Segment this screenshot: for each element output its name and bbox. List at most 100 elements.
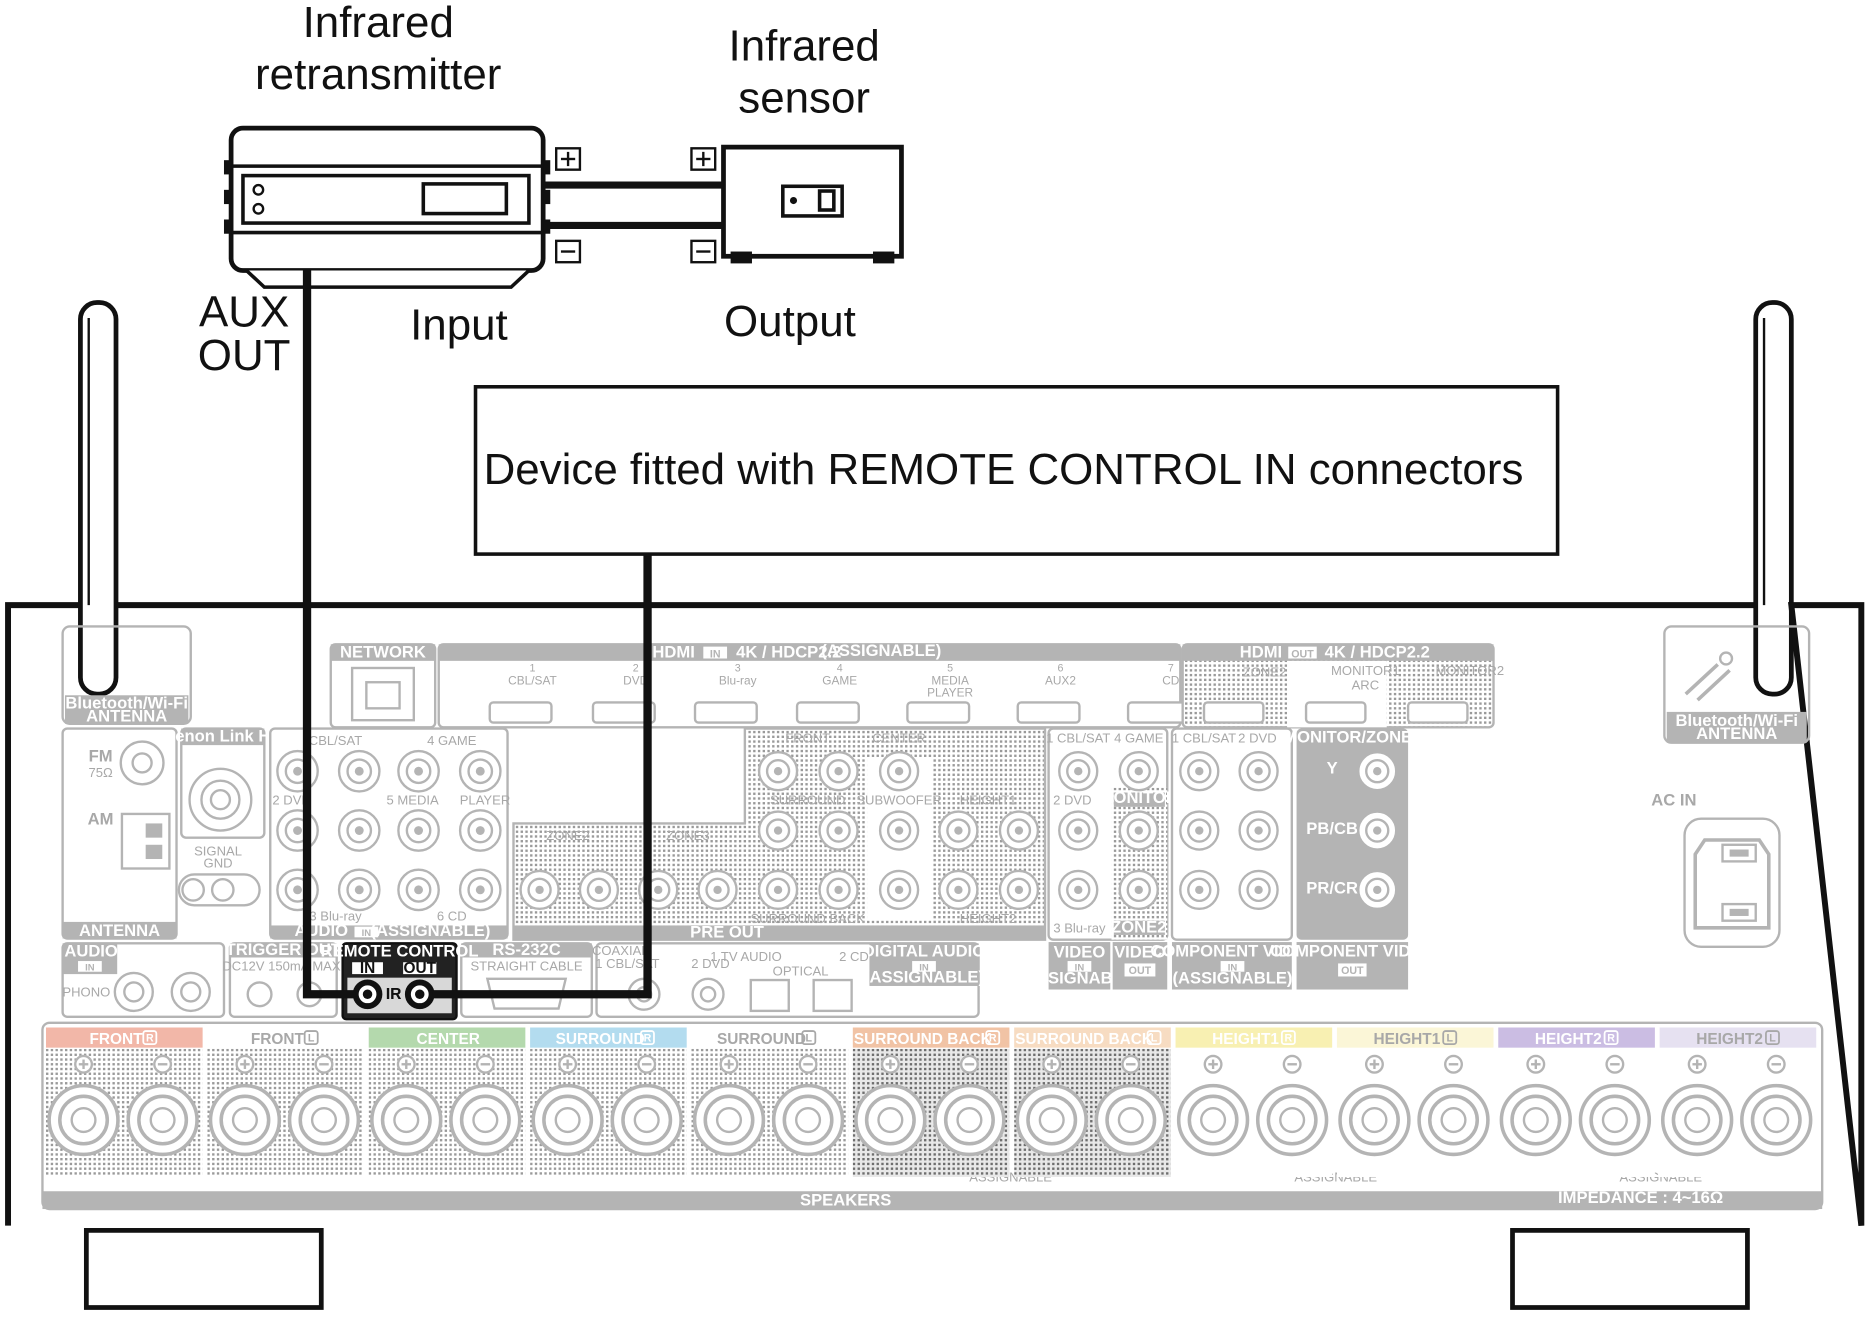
- component-jack: [1179, 810, 1220, 851]
- speaker-channel: L: [1769, 1033, 1776, 1045]
- svg-text:SURROUND BACK: SURROUND BACK: [750, 911, 865, 926]
- svg-text:(ASSIGNABLE): (ASSIGNABLE): [1173, 969, 1293, 988]
- speaker-channel: L: [1446, 1033, 1453, 1045]
- svg-text:2 CD: 2 CD: [839, 949, 869, 964]
- antenna-left-label-1: Bluetooth/Wi-Fi: [65, 693, 188, 712]
- video-jack: [1058, 751, 1099, 792]
- svg-text:SIGNAL: SIGNAL: [194, 843, 242, 858]
- svg-text:COMPONENT VIDEO: COMPONENT VIDEO: [1150, 941, 1314, 960]
- svg-text:MONITOR: MONITOR: [1100, 788, 1178, 807]
- speaker-group-label: CENTER: [417, 1031, 480, 1048]
- svg-text:IN: IN: [362, 928, 372, 939]
- hdmi-in-name: CD: [1162, 674, 1179, 688]
- rs232c-port: RS-232C STRAIGHT CABLE: [460, 940, 593, 1019]
- remote-in-badge: IN: [360, 960, 375, 977]
- aux-out-line2: OUT: [198, 331, 291, 380]
- speaker-terminal-group: CENTER: [368, 1027, 526, 1177]
- audio-in-jack: [397, 809, 440, 852]
- svg-text:Denon Link HD: Denon Link HD: [163, 727, 282, 746]
- svg-text:CBL/SAT: CBL/SAT: [309, 733, 362, 748]
- audio-in-jack: [458, 809, 502, 852]
- retransmitter-label-line1: Infrared: [303, 0, 454, 47]
- speaker-group-label: FRONT: [89, 1031, 143, 1048]
- antenna-right: [1753, 300, 1794, 697]
- audio-in-jack: [276, 749, 319, 793]
- svg-text:MONITOR1: MONITOR1: [1331, 663, 1400, 678]
- pre-out-jack: [757, 751, 799, 792]
- video-section: MONITOR 1 CBL/SAT 4 GAME 2 DVD 3 Blu-ray…: [1019, 727, 1178, 990]
- audio-in-jack: [276, 809, 319, 852]
- svg-text:PHONO: PHONO: [62, 985, 110, 1000]
- hdmi-in-ports: 1CBL/SAT2DVD3Blu-ray4GAME5MEDIAPLAYER6AU…: [488, 663, 1191, 724]
- hdmi-in-number: 5: [947, 663, 953, 675]
- svg-text:MONITOR/ZONE2: MONITOR/ZONE2: [1283, 728, 1421, 747]
- speaker-channel: L: [806, 1033, 813, 1045]
- speaker-channel: L: [1151, 1033, 1158, 1045]
- audio-in-jack: [337, 809, 381, 852]
- svg-text:3 Blu-ray: 3 Blu-ray: [309, 909, 362, 924]
- hdmi-in-number: 7: [1168, 663, 1174, 675]
- svg-text:3 Blu-ray: 3 Blu-ray: [1053, 921, 1106, 936]
- speaker-group-label: HEIGHT2: [1696, 1031, 1763, 1048]
- pre-out-jack: [818, 810, 859, 851]
- retransmitter-label-line2: retransmitter: [255, 50, 501, 99]
- audio-in-jack: [458, 868, 502, 912]
- pre-out-jack: [519, 869, 560, 911]
- svg-text:DIGITAL AUDIO: DIGITAL AUDIO: [863, 941, 985, 960]
- svg-text:PB/CB: PB/CB: [1306, 819, 1358, 838]
- svg-text:HDMI: HDMI: [1240, 642, 1282, 661]
- pre-out-jack: [757, 810, 799, 851]
- svg-text:75Ω: 75Ω: [88, 765, 113, 780]
- svg-text:RS-232C: RS-232C: [492, 940, 560, 959]
- svg-text:(ASSIGNABLE): (ASSIGNABLE): [370, 921, 490, 940]
- hdmi-in-number: 4: [837, 663, 843, 675]
- hdmi-in-number: 2: [633, 663, 639, 675]
- foot-right: [1510, 1228, 1750, 1310]
- speaker-channel: R: [1285, 1033, 1293, 1045]
- remote-control-label: REMOTE CONTROL: [321, 941, 479, 960]
- hdmi-in-name: CBL/SAT: [508, 674, 557, 688]
- device-box-text: Device fitted with REMOTE CONTROL IN con…: [484, 445, 1524, 494]
- hdmi-connector: [906, 701, 971, 724]
- svg-text:IN: IN: [919, 963, 929, 974]
- svg-text:PLAYER: PLAYER: [460, 792, 511, 807]
- pre-out-jack: [757, 869, 799, 911]
- remote-ir-label: IR: [386, 986, 401, 1003]
- svg-text:(ASSIGNABLE): (ASSIGNABLE): [1019, 969, 1139, 988]
- svg-text:GND: GND: [204, 855, 233, 870]
- speaker-group-label: SURROUND: [717, 1031, 806, 1048]
- remote-ir-label-front: IR: [386, 986, 401, 1003]
- svg-text:SURROUND: SURROUND: [770, 792, 845, 807]
- phono-input: AUDIO IN PHONO: [61, 941, 226, 1019]
- denon-link-hd: Denon Link HD SIGNAL GND: [163, 727, 282, 907]
- svg-text:PR/CR: PR/CR: [1306, 878, 1358, 897]
- svg-text:SPEAKERS: SPEAKERS: [800, 1190, 891, 1209]
- input-label: Input: [410, 300, 508, 349]
- hdmi-connector: [693, 701, 758, 724]
- svg-text:CENTER: CENTER: [872, 731, 926, 746]
- svg-text:AUDIO: AUDIO: [64, 941, 118, 960]
- component-jacks: [1179, 751, 1398, 911]
- pre-out-jack: [878, 869, 920, 911]
- svg-text:AC IN: AC IN: [1651, 791, 1696, 810]
- network-port: NETWORK: [329, 642, 437, 729]
- svg-text:OUT: OUT: [1291, 648, 1314, 660]
- speaker-channel: R: [644, 1033, 652, 1045]
- speaker-channel: L: [308, 1033, 315, 1045]
- svg-text:MONITOR2: MONITOR2: [1435, 663, 1504, 678]
- svg-text:ZONE2: ZONE2: [1111, 918, 1166, 937]
- pre-out-jack: [998, 869, 1040, 911]
- hdmi-in-section: HDMI IN 4K / HDCP2.2 (ASSIGNABLE): [437, 641, 1182, 729]
- pre-out-jack: [998, 810, 1040, 851]
- component-jack: [1179, 751, 1220, 792]
- hdmi-in-name: PLAYER: [927, 685, 973, 699]
- component-jack: [1357, 751, 1398, 792]
